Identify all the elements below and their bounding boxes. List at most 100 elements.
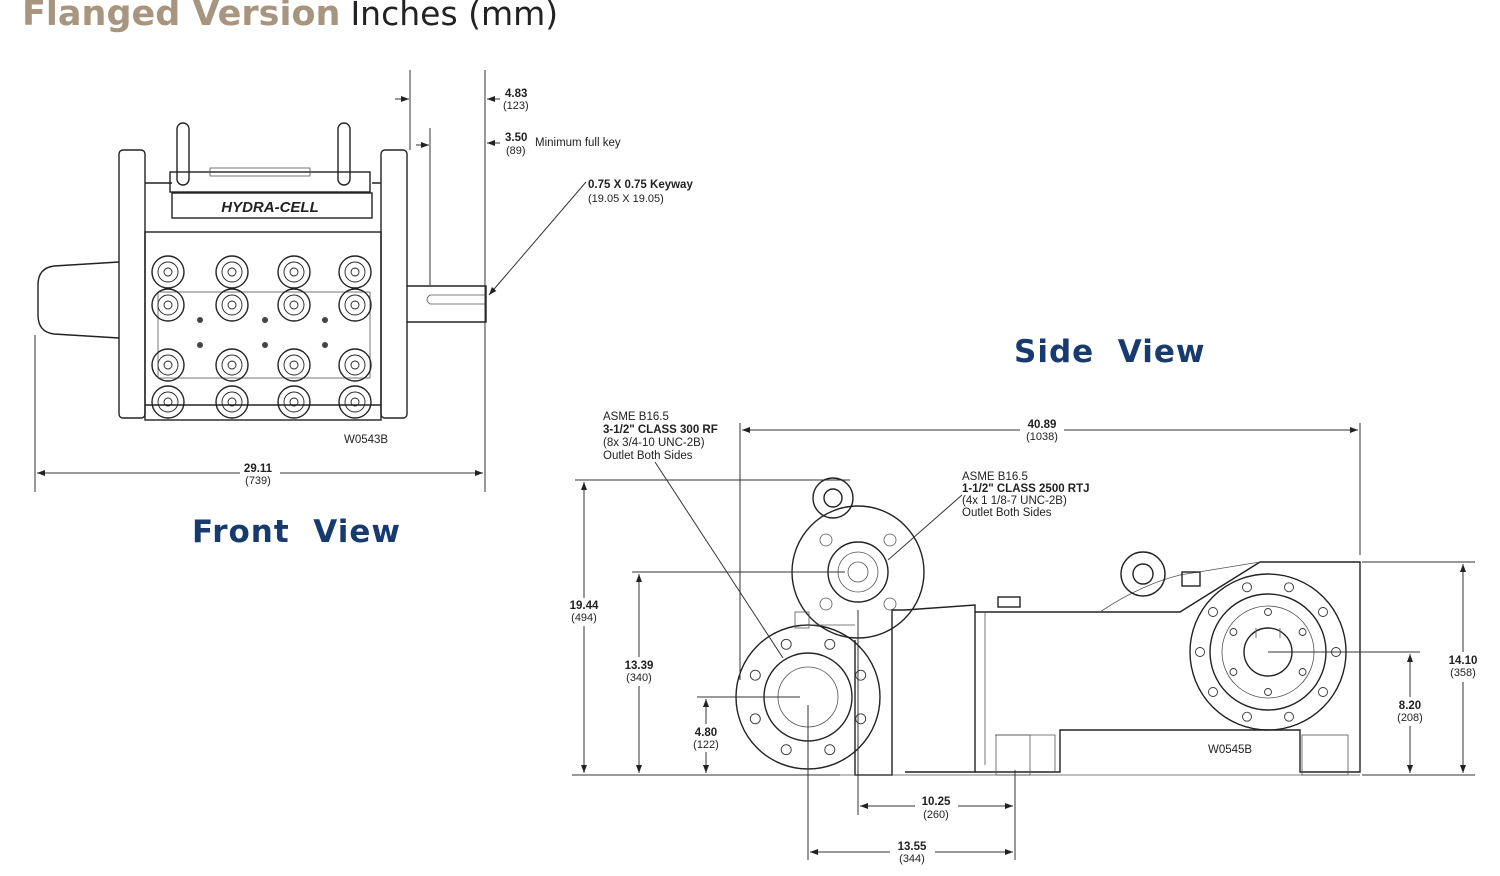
port-circle	[151, 385, 185, 419]
port-circle	[157, 391, 179, 413]
bolt-dot	[197, 342, 203, 348]
dim-overall-height-mm: (494)	[571, 612, 597, 624]
dim-bearing-height-mm: (358)	[1450, 667, 1476, 679]
dim-shaft-center-height-value: 8.20	[1399, 700, 1421, 712]
dim-keyway-mm: (19.05 X 19.05)	[588, 193, 664, 205]
port-circle	[338, 288, 372, 322]
port-circle	[157, 261, 179, 283]
port-circle	[227, 300, 237, 310]
port-circle	[277, 348, 311, 382]
bolt-dot	[322, 317, 328, 323]
port-circle	[338, 385, 372, 419]
dim-keyway-value: 0.75 X 0.75 Keyway	[588, 179, 693, 191]
port-circle	[215, 385, 249, 419]
bolt-hole	[855, 713, 867, 725]
port-circle	[227, 397, 237, 407]
port-circle	[283, 391, 305, 413]
bolt-hole	[1298, 668, 1307, 676]
port-circle	[289, 267, 299, 277]
dim-bearing-height-value: 14.10	[1449, 655, 1478, 667]
dim-shaft-center-height-mm: (208)	[1397, 712, 1423, 724]
bolt-dot	[262, 342, 268, 348]
bolt-hole	[1298, 628, 1307, 636]
bolt-hole	[824, 744, 836, 756]
bolt-dot	[322, 342, 328, 348]
port-circle	[350, 267, 360, 277]
front-view-label: Front View	[192, 514, 401, 550]
bolt-dot	[197, 317, 203, 323]
dim-overall-length-mm: (1038)	[1026, 431, 1058, 443]
port-circle	[350, 300, 360, 310]
dim-key-mm: (89)	[506, 145, 526, 157]
outlet-note-line-1: ASME B16.5	[603, 411, 669, 423]
bolt-dot	[262, 317, 268, 323]
front-drawing-code: W0543B	[344, 434, 388, 446]
port-circle	[163, 267, 173, 277]
inlet-note-line-3: (4x 1 1/8-7 UNC-2B)	[962, 495, 1067, 507]
port-circle	[157, 354, 179, 376]
bolt-hole	[1242, 582, 1252, 593]
port-circle	[221, 391, 243, 413]
port-circle	[163, 300, 173, 310]
outlet-note-line-4: Outlet Both Sides	[603, 450, 693, 462]
side-view-label: Side View	[1014, 334, 1206, 370]
bolt-hole	[1318, 607, 1328, 617]
bolt-hole	[1242, 711, 1252, 722]
port-circle	[221, 261, 243, 283]
port-circle	[215, 288, 249, 322]
port-circle	[338, 348, 372, 382]
bolt-hole	[1229, 668, 1238, 676]
bolt-hole	[780, 744, 792, 756]
port-circle	[215, 255, 249, 289]
dim-flange-to-foot-mm: (260)	[923, 809, 949, 821]
port-circle	[350, 360, 360, 370]
port-circle	[227, 267, 237, 277]
bolt-hole	[855, 669, 867, 681]
port-circle	[157, 294, 179, 316]
port-circle	[151, 255, 185, 289]
inlet-note-line-1: ASME B16.5	[962, 471, 1028, 483]
bolt-hole	[1208, 687, 1218, 697]
port-circle	[350, 397, 360, 407]
bolt-hole	[780, 638, 792, 650]
port-circle	[283, 294, 305, 316]
port-circle	[289, 397, 299, 407]
dim-outlet-to-foot-value: 13.55	[898, 841, 927, 853]
brand-plate-text: HYDRA-CELL	[221, 199, 319, 216]
bolt-hole	[1284, 582, 1294, 593]
bolt-hole	[824, 638, 836, 650]
title-units: Inches (mm)	[350, 0, 559, 33]
port-circle	[163, 360, 173, 370]
port-circle	[215, 348, 249, 382]
outlet-note-line-2: 3-1/2" CLASS 300 RF	[603, 424, 718, 436]
dim-overall-height-value: 19.44	[570, 600, 599, 612]
dim-lower-flange-height-value: 4.80	[695, 727, 717, 739]
dim-key-note: Minimum full key	[535, 137, 621, 149]
dim-flange-to-foot-value: 10.25	[922, 796, 951, 808]
dim-outlet-to-foot-mm: (344)	[899, 853, 925, 865]
port-circle	[289, 360, 299, 370]
port-circle	[289, 300, 299, 310]
dim-lower-flange-height-mm: (122)	[693, 739, 719, 751]
port-circle	[151, 288, 185, 322]
side-view-dimensions: 40.89 (1038) 19.44 (494) 13.39 (340) 4.8…	[570, 411, 1478, 865]
dim-shaft-total-mm: (123)	[503, 100, 529, 112]
side-view-bolts	[749, 582, 1341, 756]
dim-upper-flange-height-value: 13.39	[625, 660, 654, 672]
bolt-hole	[1264, 688, 1272, 696]
bolt-hole	[1229, 628, 1238, 636]
port-circle	[163, 397, 173, 407]
dim-width-mm: (739)	[245, 475, 271, 487]
port-circle	[338, 255, 372, 289]
inlet-note-line-2: 1-1/2" CLASS 2500 RTJ	[962, 483, 1090, 495]
dim-shaft-total-value: 4.83	[505, 88, 527, 100]
dim-width-value: 29.11	[244, 463, 273, 475]
port-circle	[344, 261, 366, 283]
title-version: Flanged Version	[22, 0, 341, 34]
port-circle	[344, 354, 366, 376]
front-view-dimensions: 29.11 (739) 4.83 (123) 3.50 (89) Minimum…	[34, 70, 693, 492]
port-circle	[283, 261, 305, 283]
port-circle	[221, 294, 243, 316]
dim-key-value: 3.50	[505, 132, 527, 144]
port-circle	[227, 360, 237, 370]
